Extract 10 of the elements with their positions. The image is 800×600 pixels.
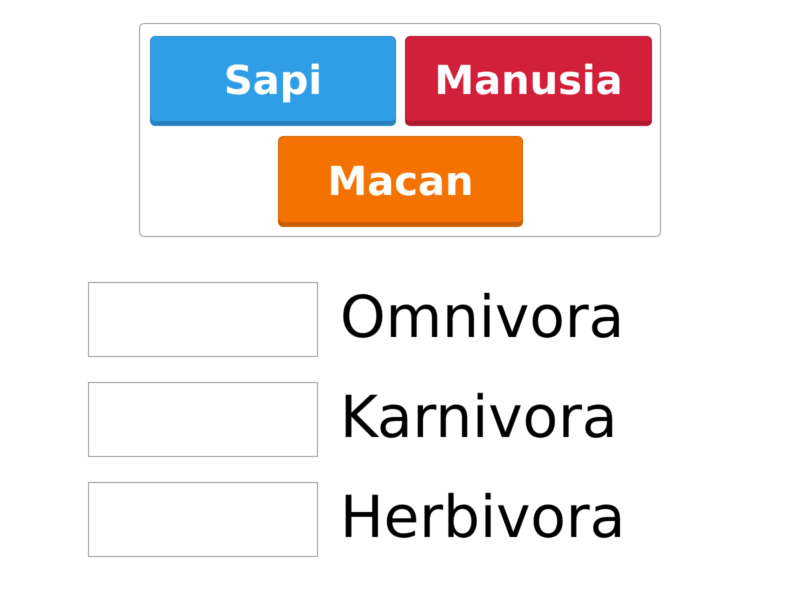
- word-tile: Macan: [278, 136, 523, 227]
- answer-box: [88, 482, 318, 557]
- answer-box: [88, 282, 318, 357]
- word-tile: Manusia: [405, 36, 652, 126]
- category-label: Herbivora: [340, 488, 626, 546]
- category-label: Omnivora: [340, 288, 624, 346]
- word-tile: Sapi: [150, 36, 396, 126]
- tile-tray: [139, 23, 661, 237]
- answer-box: [88, 382, 318, 457]
- category-label: Karnivora: [340, 388, 618, 446]
